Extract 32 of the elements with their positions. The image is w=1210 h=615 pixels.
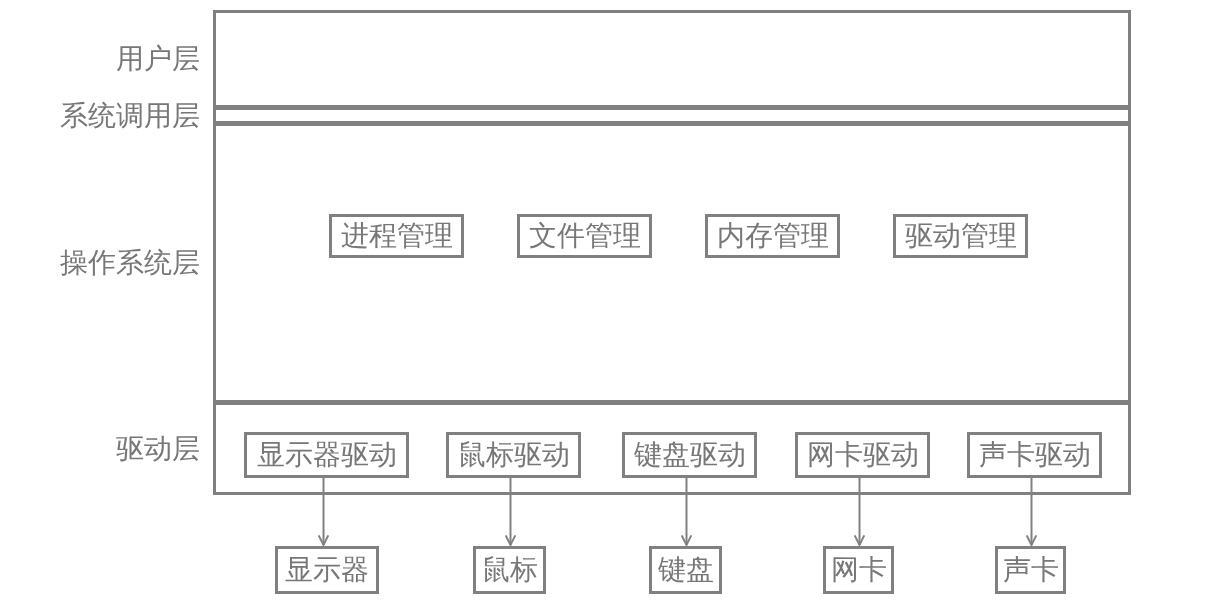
module-label: 网卡驱动 <box>806 441 919 469</box>
module-label: 鼠标 <box>481 556 538 584</box>
module-label: 网卡 <box>830 556 887 584</box>
module-box <box>275 546 379 594</box>
module-label: 内存管理 <box>716 222 829 250</box>
module-label: 声卡 <box>1002 556 1059 584</box>
module-label: 键盘驱动 <box>633 441 746 469</box>
module-label: 声卡驱动 <box>978 441 1091 469</box>
layer-label: 驱动层 <box>116 434 200 463</box>
module-label: 键盘 <box>657 556 714 584</box>
module-box <box>622 432 757 478</box>
module-box <box>244 432 409 478</box>
module-box <box>967 432 1102 478</box>
layer-label: 用户层 <box>116 45 200 73</box>
module-label: 文件管理 <box>528 222 641 250</box>
module-label: 进程管理 <box>340 222 453 250</box>
module-box <box>705 214 840 258</box>
module-label: 显示器驱动 <box>256 441 397 469</box>
module-label: 显示器 <box>285 556 369 584</box>
module-label: 驱动管理 <box>904 222 1017 250</box>
module-box <box>795 432 930 478</box>
module-box <box>517 214 652 258</box>
module-label: 鼠标驱动 <box>457 441 570 469</box>
layer-label: 系统调用层 <box>60 101 200 130</box>
module-box <box>823 546 894 594</box>
module-box <box>649 546 722 594</box>
module-box <box>329 214 464 258</box>
module-box <box>446 432 581 478</box>
layer-label: 操作系统层 <box>60 249 200 277</box>
module-box <box>893 214 1028 258</box>
module-box <box>995 546 1066 594</box>
module-box <box>473 546 546 594</box>
